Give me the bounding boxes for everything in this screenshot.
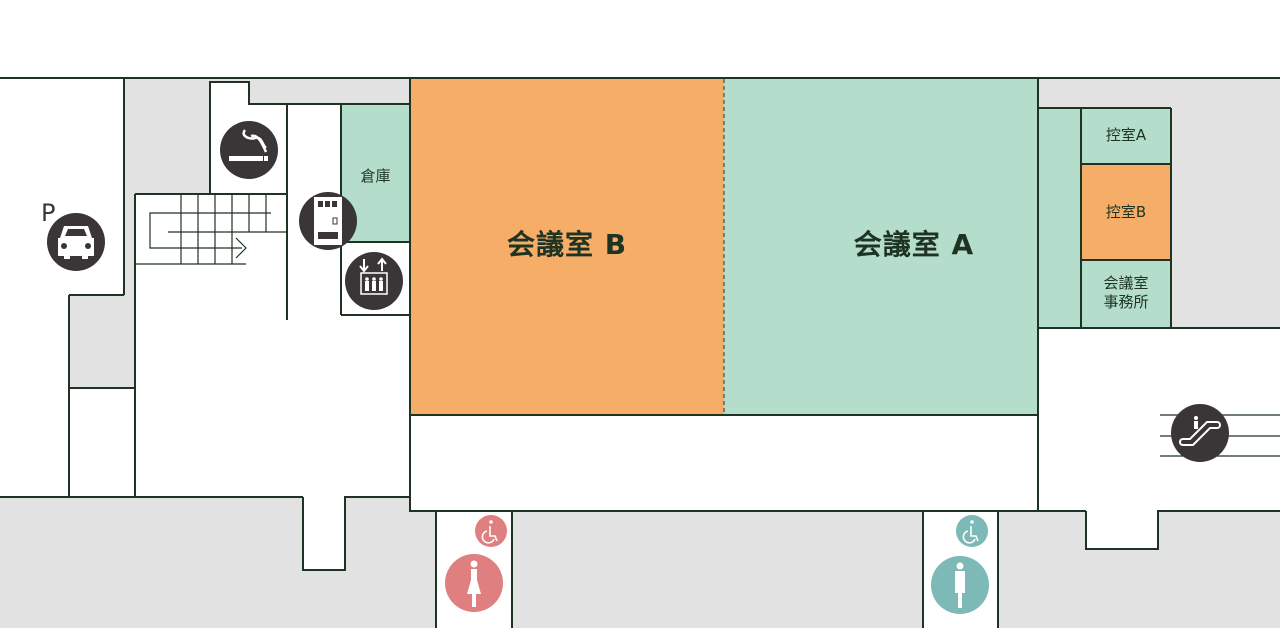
smoking-area-icon[interactable] <box>220 121 278 179</box>
conference-room-a-label[interactable]: 会議室 A <box>853 228 975 261</box>
conference-room-b-area[interactable] <box>410 79 724 415</box>
office-label-line2: 事務所 <box>1103 292 1149 311</box>
conference-room-a-area[interactable] <box>724 79 1038 415</box>
wheelchair-icon <box>956 515 988 547</box>
office-room-area[interactable] <box>1081 260 1171 328</box>
waiting-room-a-area[interactable] <box>1081 108 1171 164</box>
waiting-room-b-area[interactable] <box>1081 164 1171 260</box>
walls <box>0 77 1280 628</box>
hallway-green-strip <box>1038 108 1081 328</box>
male-restroom-icon[interactable] <box>931 556 989 614</box>
elevator-icon[interactable] <box>345 252 403 310</box>
office-room-label[interactable]: 会議室 事務所 <box>1081 274 1171 312</box>
conference-room-b-label[interactable]: 会議室 B <box>506 228 628 261</box>
vending-machine-icon[interactable] <box>299 192 357 250</box>
office-label-line1: 会議室 <box>1103 274 1149 292</box>
escalator-icon[interactable] <box>1171 404 1229 462</box>
wheelchair-icon <box>475 515 507 547</box>
parking-label: P <box>41 199 56 227</box>
waiting-room-b-label[interactable]: 控室B <box>1105 203 1147 221</box>
stairs-icon <box>135 194 287 265</box>
storage-room-label[interactable]: 倉庫 <box>360 167 391 185</box>
waiting-room-a-label[interactable]: 控室A <box>1105 126 1147 144</box>
female-restroom-icon[interactable] <box>445 554 503 612</box>
car-icon[interactable] <box>47 213 105 271</box>
